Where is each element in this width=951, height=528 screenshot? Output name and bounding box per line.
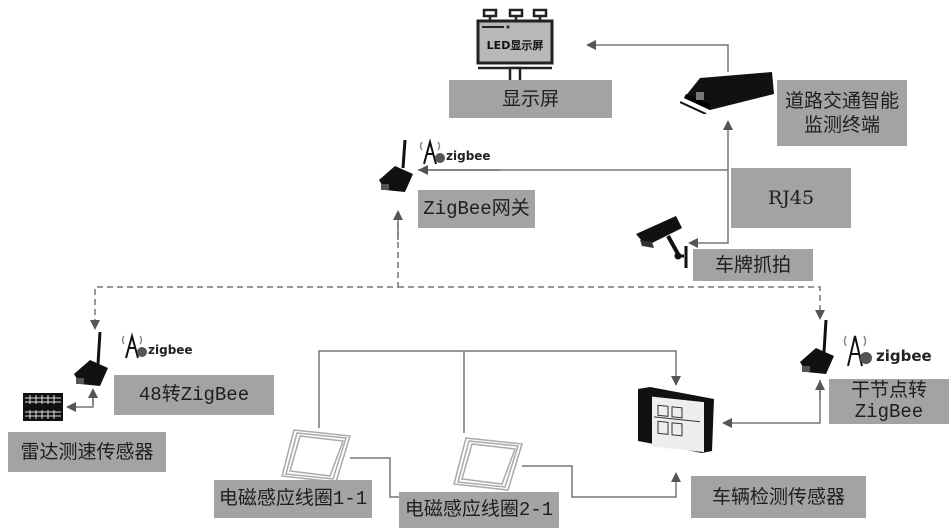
rj45-label: RJ45 — [731, 168, 851, 228]
radar-sensor-icon — [23, 393, 63, 421]
vehicle-sensor-device-icon — [638, 387, 714, 453]
induction-coil-1-icon — [281, 429, 351, 483]
coil-1-label: 电磁感应线圈1-1 — [214, 480, 372, 518]
edge-terminal-camera — [688, 170, 729, 248]
terminal-label-line2: 监测终端 — [803, 114, 880, 136]
terminal-device-icon — [680, 72, 774, 114]
zigbee-gateway-device-icon — [379, 139, 413, 192]
edge-coil1-wire — [350, 457, 400, 498]
camera-icon — [636, 216, 688, 268]
antenna-tower-icon — [843, 335, 872, 367]
zigbee-logo: zigbee — [446, 149, 491, 163]
dry-contact-zigbee-label: 干节点转 ZigBee — [829, 379, 949, 424]
antenna-tower-icon — [419, 138, 445, 165]
dry-contact-zigbee-device-icon — [800, 319, 834, 374]
zigbee-logo: zigbee — [148, 343, 193, 357]
edge-rs485-radar — [66, 392, 94, 412]
antenna-tower-icon — [121, 332, 147, 359]
gateway-label: ZigBee网关 — [418, 190, 535, 228]
zigbee-logo: zigbee — [876, 347, 932, 365]
edge-dashed-bus-left — [90, 222, 399, 330]
led-screen-text: LED显示屏 — [487, 39, 544, 52]
terminal-label: 道路交通智能 监测终端 — [777, 80, 907, 146]
vehicle-sensor-label: 车辆检测传感器 — [691, 476, 866, 518]
led-display-icon: LED显示屏 — [476, 8, 554, 82]
edge-coil1-feed — [318, 350, 681, 428]
edge-sensor-drycontact — [722, 380, 821, 428]
camera-label: 车牌抓拍 — [693, 249, 813, 281]
rs485-zigbee-label: 48转ZigBee — [114, 375, 274, 415]
display-label: 显示屏 — [449, 80, 612, 118]
rs485-zigbee-device-icon — [74, 331, 108, 386]
edge-coil2-wire — [522, 465, 681, 498]
radar-label: 雷达测速传感器 — [8, 432, 166, 472]
edge-dashed-bus-right — [398, 286, 825, 320]
dry-contact-label-line1: 干节点转 — [850, 379, 927, 402]
terminal-label-line1: 道路交通智能 — [784, 90, 899, 112]
dry-contact-label-line2: ZigBee — [854, 400, 924, 423]
coil-2-label: 电磁感应线圈2-1 — [399, 492, 559, 528]
edge-terminal-display — [586, 40, 729, 72]
induction-coil-2-icon — [453, 437, 523, 491]
